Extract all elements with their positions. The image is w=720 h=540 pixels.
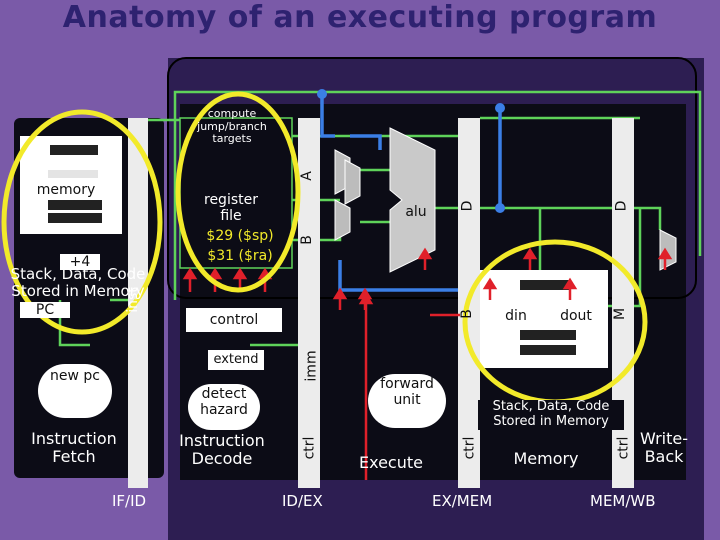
m-label: M bbox=[612, 307, 629, 321]
ex-mem-label: EX/MEM bbox=[432, 492, 493, 510]
decode-stage-label: Instruction Decode bbox=[179, 431, 265, 469]
d-in-label: din bbox=[505, 308, 527, 324]
execute-stage-label: Execute bbox=[359, 453, 423, 472]
pc-register: PC bbox=[20, 302, 70, 319]
ctrl-label-2: ctrl bbox=[461, 436, 478, 460]
id-ex-label: ID/EX bbox=[282, 492, 323, 510]
b-label-2: B bbox=[458, 309, 475, 319]
imm-label: imm bbox=[303, 350, 320, 382]
mem-wb-register bbox=[612, 118, 634, 488]
id-ex-register bbox=[298, 118, 320, 488]
ctrl-label-1: ctrl bbox=[301, 436, 318, 460]
register-file-label: register file bbox=[204, 192, 258, 225]
bypass-node bbox=[495, 203, 505, 213]
memory-stage-label: Memory bbox=[513, 449, 579, 468]
instruction-memory-thumbnail bbox=[20, 136, 122, 234]
control-unit: control bbox=[186, 308, 282, 332]
forward-unit: forward unit bbox=[368, 374, 446, 428]
inst-label: inst bbox=[124, 287, 141, 313]
b-label-1: B bbox=[298, 235, 315, 245]
a-label: A bbox=[298, 171, 315, 181]
stack-code-label: Stack, Data, Code Stored in Memory bbox=[10, 265, 146, 301]
bypass-node bbox=[317, 89, 327, 99]
d-out-label: dout bbox=[560, 308, 592, 324]
if-id-register bbox=[128, 118, 148, 488]
bypass-node bbox=[495, 103, 505, 113]
alu-shape bbox=[389, 127, 436, 273]
new-pc-box: new pc bbox=[38, 364, 112, 418]
fetch-stage-label: Instruction Fetch bbox=[31, 429, 117, 467]
ra-register-label: $31 ($ra) bbox=[207, 248, 273, 264]
plus4-label: +4 bbox=[60, 254, 100, 271]
detect-hazard-unit: detect hazard bbox=[188, 384, 260, 430]
ctrl-label-3: ctrl bbox=[615, 436, 632, 460]
data-memory-caption: Stack, Data, Code Stored in Memory bbox=[478, 399, 624, 430]
d-label-1: D bbox=[459, 200, 476, 212]
mem-wb-label: MEM/WB bbox=[590, 492, 656, 510]
page-title: Anatomy of an executing program bbox=[62, 0, 658, 35]
compute-targets-label: compute jump/branch targets bbox=[197, 107, 267, 146]
extend-unit: extend bbox=[208, 350, 264, 370]
if-id-label: IF/ID bbox=[112, 492, 147, 510]
d-label-2: D bbox=[613, 200, 630, 212]
writeback-stage-label: Write-Back bbox=[639, 429, 688, 467]
alu-label: alu bbox=[405, 204, 427, 220]
memory-label: memory bbox=[36, 182, 96, 198]
register-file-box bbox=[179, 117, 293, 269]
data-memory-thumbnail bbox=[480, 270, 608, 368]
panel-border bbox=[167, 57, 697, 299]
sp-register-label: $29 ($sp) bbox=[206, 228, 274, 244]
